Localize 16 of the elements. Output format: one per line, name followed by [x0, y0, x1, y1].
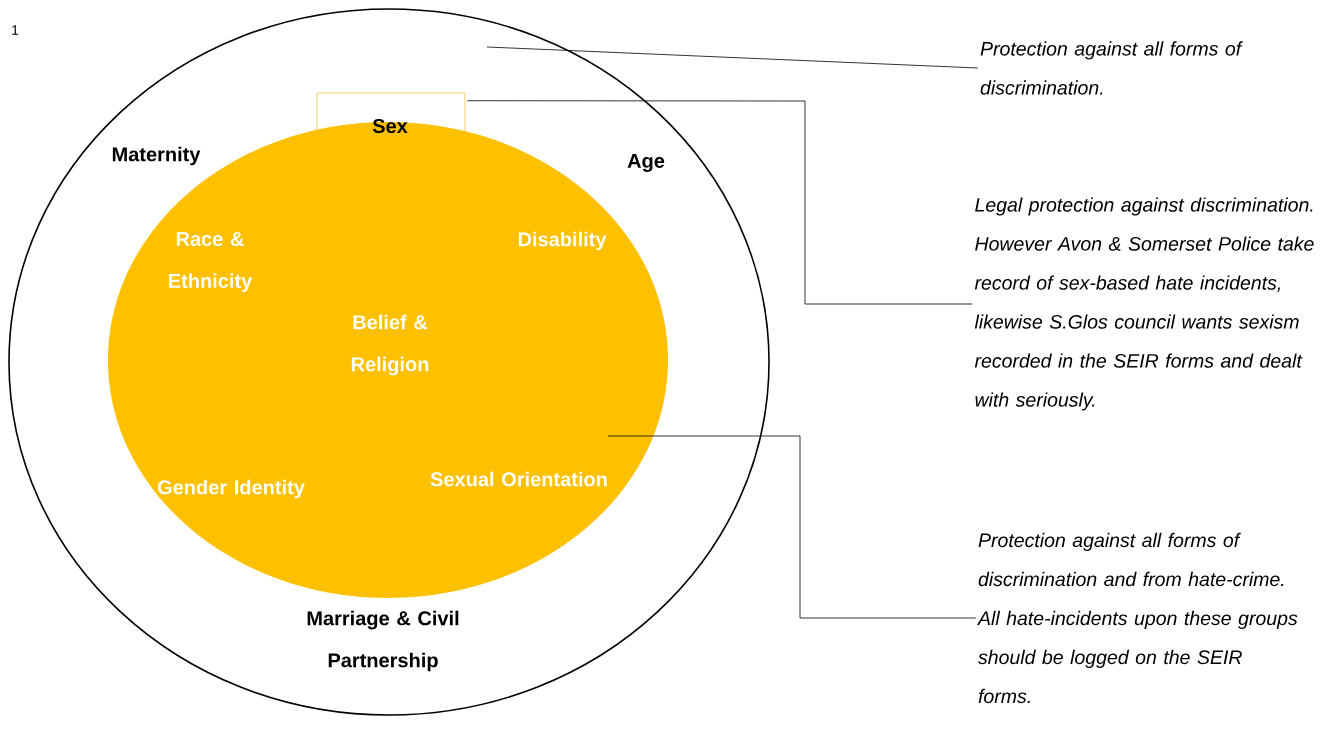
note-text: Protection against all forms of discrimination.: [980, 41, 1243, 95]
note-text: Legal protection against discrimination. However Avon & Somerset Police take record of sex-based hate incidents, likewise S.Glos council wants sexism recorded in the SEIR forms and dealt with seriously.: [974, 197, 1314, 411]
category-label: Gender Identity: [157, 479, 305, 499]
category-label: Maternity: [112, 146, 201, 166]
leader-line: [486, 46, 979, 69]
note-text: Protection against all forms of discrimination and from hate-crime. All hate-incidents upon these groups should be logged on the SEIR forms.: [977, 532, 1298, 704]
category-label: Belief & Religion: [351, 314, 429, 376]
category-label: Marriage & Civil Partnership: [307, 610, 459, 672]
category-label: Race & Ethnicity: [169, 232, 253, 292]
page-number: 1: [12, 25, 19, 35]
category-label: Sexual Orientation: [430, 471, 607, 487]
leader-line: [466, 100, 973, 305]
category-label: Disability: [518, 231, 607, 251]
leader-line: [607, 435, 977, 619]
category-label: Sex: [372, 118, 408, 134]
category-label: Age: [627, 154, 665, 172]
